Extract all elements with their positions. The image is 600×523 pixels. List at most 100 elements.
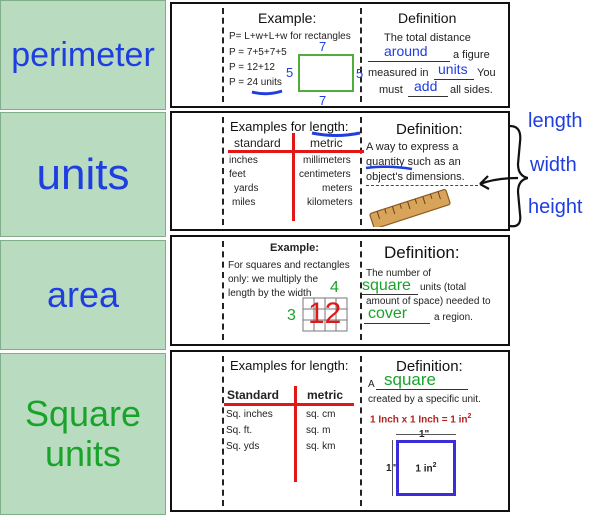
side-word-length: length: [528, 110, 583, 132]
sq-formula-sup: 2: [467, 413, 472, 420]
sq-red-vline: [294, 386, 297, 482]
tab-square-units-label-line2: units: [44, 433, 122, 474]
tab-square-units[interactable]: Square units: [0, 353, 166, 515]
sq-standard-1: Sq. inches: [226, 409, 273, 420]
units-standard-4: miles: [232, 197, 256, 208]
perimeter-def-title: Definition: [398, 10, 457, 26]
sq-dim-left: 1": [386, 463, 397, 474]
units-col-metric: metric: [310, 136, 343, 150]
perimeter-def-line3-start: measured in: [368, 67, 429, 79]
perimeter-line-3: P = 12+12: [229, 62, 275, 73]
brace-arrow-icon: [479, 124, 528, 228]
tab-perimeter[interactable]: perimeter: [0, 0, 166, 110]
area-def-line2-end: units (total: [420, 282, 467, 293]
sq-dim-left-line: [392, 440, 393, 496]
rect-side-right: 5: [356, 66, 364, 81]
units-def-line3: object's dimensions.: [366, 171, 465, 183]
perimeter-fill-add: add: [414, 78, 438, 94]
divider-left: [222, 241, 224, 340]
area-num-top: 4: [330, 279, 339, 296]
sq-fill-square: square: [384, 370, 436, 389]
units-red-hline: [228, 150, 364, 153]
area-def-line3: amount of space) needed to: [366, 296, 491, 307]
divider-right: [360, 241, 362, 340]
tab-area[interactable]: area: [0, 240, 166, 350]
sq-box-label: 1 in2: [415, 462, 436, 474]
units-col-standard: standard: [234, 136, 281, 150]
divider-right: [360, 356, 362, 506]
perimeter-line-4: P = 24 units: [229, 77, 282, 88]
perimeter-blank-2: [434, 79, 474, 80]
area-blank-2: [364, 323, 430, 324]
units-standard-3: yards: [234, 183, 259, 194]
area-line-3: length by the width: [228, 288, 312, 299]
area-blank-1: [362, 294, 418, 295]
divider-right: [360, 8, 362, 102]
tab-perimeter-label: perimeter: [11, 35, 155, 74]
square-units-card: Examples for length: Standard metric Sq.…: [170, 350, 510, 512]
units-example-title: Examples for length:: [230, 119, 349, 134]
ruler-icon: [369, 188, 451, 227]
tab-units[interactable]: units: [0, 112, 166, 237]
sq-example-title: Examples for length:: [230, 358, 349, 373]
units-def-line2: quantity such as an: [366, 156, 461, 168]
area-line-1: For squares and rectangles: [228, 260, 350, 271]
perimeter-def-line3-end: You: [477, 67, 496, 79]
sq-metric-2: sq. m: [306, 425, 331, 436]
divider-right: [360, 117, 362, 225]
area-fill-cover: cover: [368, 305, 408, 322]
sq-red-hline: [224, 403, 354, 406]
divider-left: [222, 356, 224, 506]
side-word-height: height: [528, 196, 583, 218]
area-num-left: 3: [287, 307, 296, 324]
sq-formula-text: 1 Inch x 1 Inch = 1 in: [370, 414, 468, 426]
divider-left: [222, 8, 224, 102]
units-standard-2: feet: [229, 169, 246, 180]
area-def-line1: The number of: [366, 268, 432, 279]
sq-formula: 1 Inch x 1 Inch = 1 in2: [370, 410, 471, 426]
perimeter-def-line2-end: a figure: [453, 49, 490, 61]
units-def-underline: [365, 165, 413, 171]
perimeter-def-line4-end: all sides.: [450, 84, 493, 96]
perimeter-fill-around: around: [384, 43, 428, 59]
perimeter-blank-1: [368, 61, 450, 62]
rect-side-top: 7: [319, 39, 327, 54]
sq-unit-box: 1 in2: [396, 440, 456, 496]
sq-dim-top-line: [396, 434, 456, 435]
sq-def-title: Definition:: [396, 358, 463, 375]
perimeter-card: Example: P= L+w+L+w for rectangles P = 7…: [170, 2, 510, 108]
units-card: Examples for length: standard metric inc…: [170, 111, 510, 231]
perimeter-fill-units: units: [438, 61, 468, 77]
sq-col-standard: Standard: [227, 388, 280, 402]
units-metric-1: millimeters: [303, 155, 351, 166]
units-metric-4: kilometers: [307, 197, 353, 208]
divider-left: [222, 117, 224, 225]
units-def-dotted-underline: [366, 185, 478, 186]
sq-standard-3: Sq. yds: [226, 441, 260, 452]
area-fill-square: square: [362, 277, 411, 294]
perimeter-def-line4-start: must: [379, 84, 403, 96]
side-word-width: width: [530, 154, 577, 176]
rectangle-shape: [298, 54, 354, 92]
area-line-2: only: we multiply the: [228, 274, 319, 285]
perimeter-example-title: Example:: [258, 10, 317, 26]
sq-metric-1: sq. cm: [306, 409, 336, 420]
sq-def-a: A: [368, 379, 375, 390]
tab-units-label: units: [36, 149, 130, 199]
rect-side-bottom: 7: [319, 93, 327, 108]
perimeter-underline-mark: [251, 89, 283, 96]
area-def-line4-end: a region.: [434, 312, 473, 323]
perimeter-def-line1: The total distance: [384, 32, 471, 44]
units-standard-1: inches: [229, 155, 258, 166]
units-red-vline: [292, 133, 295, 221]
units-def-title: Definition:: [396, 121, 463, 138]
area-num-result: 12: [308, 297, 342, 330]
units-underline-mark: [311, 131, 361, 137]
rect-side-left: 5: [286, 65, 294, 80]
sq-blank: [376, 389, 468, 390]
area-card: Example: For squares and rectangles only…: [170, 235, 510, 346]
units-metric-2: centimeters: [299, 169, 351, 180]
area-grid-icon: [302, 297, 348, 332]
perimeter-blank-3: [408, 96, 448, 97]
sq-metric-3: sq. km: [306, 441, 336, 452]
